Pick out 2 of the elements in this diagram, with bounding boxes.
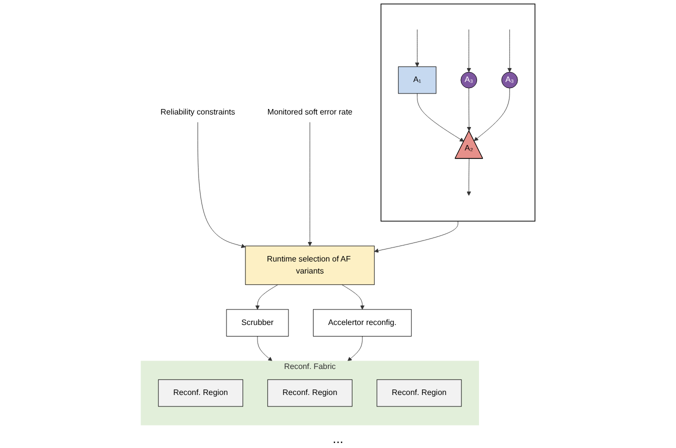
- cluster: [380, 4, 536, 222]
- note-text: ...: [332, 431, 344, 446]
